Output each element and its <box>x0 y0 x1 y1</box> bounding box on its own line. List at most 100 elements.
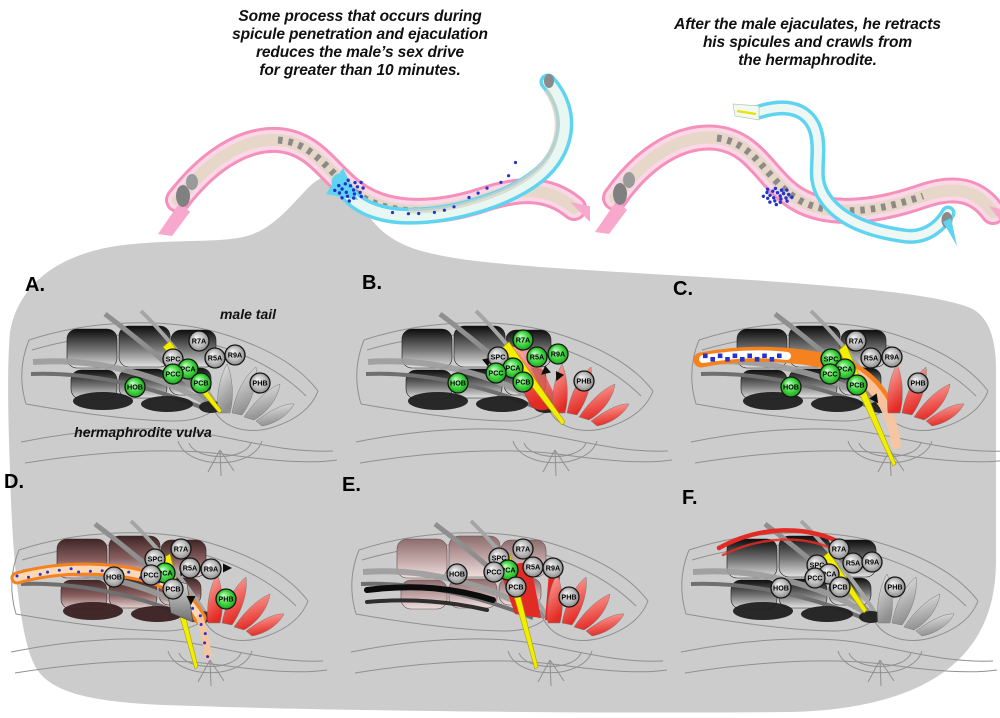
gray-band <box>129 519 210 619</box>
neuron-label: R5A <box>183 564 197 573</box>
sperm-dot <box>359 194 363 199</box>
sperm-dot <box>351 188 356 192</box>
sperm-dot <box>771 189 775 193</box>
outline-stroke <box>681 549 690 615</box>
sperm-dot <box>476 191 480 195</box>
r5a-neuron-circle <box>860 347 882 369</box>
dark-mass <box>801 606 853 622</box>
outline-stroke <box>867 659 895 687</box>
panel-F-label: F. <box>682 487 698 509</box>
neuron-label: R9A <box>204 565 218 574</box>
neuron-PHB: PHB <box>249 372 271 394</box>
outline-stroke <box>873 600 979 641</box>
fan-muscles-red <box>207 573 285 637</box>
neuron-PCC: PCC <box>804 567 826 589</box>
neuron-R5A: R5A <box>179 557 201 579</box>
dark-mass <box>408 392 468 410</box>
outline-stroke <box>213 390 319 431</box>
sperm-dot <box>69 567 73 571</box>
sperm-dot <box>785 188 789 192</box>
dark-mass <box>733 602 793 620</box>
sperm-dot <box>340 187 344 191</box>
male-tail-tip <box>326 168 358 200</box>
hermaphrodite-tail <box>989 206 1000 221</box>
neuron-HOB: HOB <box>780 376 802 398</box>
sperm-dot <box>785 199 789 203</box>
neuron-label: PCB <box>832 583 847 592</box>
neuron-label: HOB <box>106 573 122 582</box>
hob-neuron-circle <box>447 372 469 394</box>
sperm-dot <box>352 196 356 200</box>
neuron-label: PHB <box>561 593 576 602</box>
sperm-dot <box>732 353 738 359</box>
sperm-dot <box>485 186 489 190</box>
caption-right: After the male ejaculates, he retracts h… <box>674 16 941 69</box>
body-muscle-cell <box>396 538 448 579</box>
male-tail-label: male tail <box>220 306 277 322</box>
sperm-dot <box>203 632 207 636</box>
sperm-dot <box>340 196 344 200</box>
r7a-neuron-circle <box>188 330 210 352</box>
outline-stroke <box>684 660 998 674</box>
r5a-neuron-circle <box>526 346 548 368</box>
neuron-PCC: PCC <box>483 561 505 583</box>
neuron-R7A: R7A <box>170 538 192 560</box>
neuron-label: HOB <box>127 383 143 392</box>
sperm-dot <box>198 614 202 618</box>
r9a-neuron-circle <box>547 343 569 365</box>
sperm-dot <box>353 180 357 185</box>
neuron-label: HOB <box>450 379 466 388</box>
sperm-dot <box>774 202 778 207</box>
mating-pair-illustration <box>158 73 590 236</box>
neuron-label: PCC <box>486 568 501 577</box>
hermaphrodite-gut <box>609 131 999 218</box>
fan-petal <box>590 403 630 427</box>
embryo-row <box>716 134 925 215</box>
neuron-label: R5A <box>530 353 544 362</box>
pcc-neuron-circle <box>140 564 162 586</box>
sperm-dot <box>703 353 708 359</box>
neuron-R7A: R7A <box>188 330 210 352</box>
sperm-dot <box>452 205 456 209</box>
neuron-PCB: PCB <box>512 371 534 393</box>
fan-petal <box>925 403 965 427</box>
sperm-dot <box>390 210 395 215</box>
neuron-R5A: R5A <box>522 556 544 578</box>
outline-stroke <box>14 660 328 674</box>
sperm-dot <box>513 160 518 165</box>
neuron-label: R7A <box>516 545 530 554</box>
male-head <box>544 74 554 88</box>
fan-petal <box>255 403 295 427</box>
neuron-label: SPC <box>810 561 825 570</box>
outline-stroke <box>21 339 30 405</box>
dark-mass <box>63 602 123 620</box>
neuron-R5A: R5A <box>204 347 226 369</box>
dark-mass <box>141 396 193 412</box>
sperm-dot <box>346 178 350 182</box>
sperm-dot <box>499 180 503 184</box>
dark-mass <box>859 611 883 623</box>
outline-stroke <box>680 638 994 662</box>
male-body-fill <box>335 77 570 222</box>
neuron-R9A: R9A <box>200 558 222 580</box>
phb-neuron-circle <box>558 586 580 608</box>
neuron-label: PHB <box>910 379 925 388</box>
neuron-label: HOB <box>783 383 799 392</box>
sperm-dot <box>355 185 360 189</box>
outline-stroke <box>207 449 235 477</box>
neuron-HOB: HOB <box>446 563 468 585</box>
sperm-dot <box>768 193 772 197</box>
neuron-R9A: R9A <box>542 557 564 579</box>
neuron-PHB: PHB <box>573 370 595 392</box>
pharynx-bulb2 <box>186 174 198 190</box>
phb-neuron-circle <box>573 370 595 392</box>
outline-stroke <box>25 403 215 422</box>
outline-stroke <box>690 428 1000 452</box>
ejaculatory-duct <box>196 614 212 661</box>
sperm-dot <box>347 199 351 203</box>
sperm-dot <box>778 194 782 198</box>
neuron-PCB: PCB <box>505 576 527 598</box>
fan-petal <box>243 383 281 421</box>
